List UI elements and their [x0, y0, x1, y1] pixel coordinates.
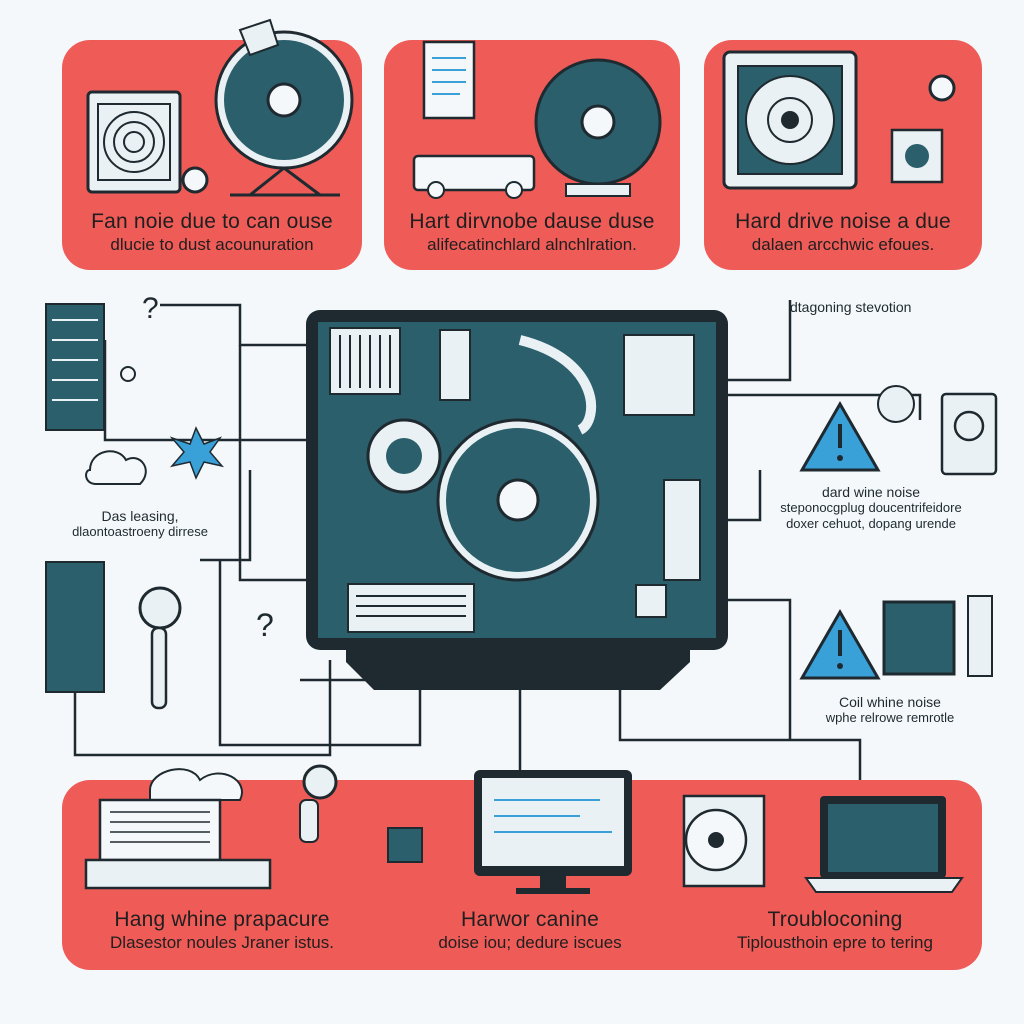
bottom-panel-1-subtitle: Dlasestor noules Jraner istus.	[110, 933, 334, 952]
right-note-2: Coil whine noise wphe relrowe remrotle	[790, 694, 990, 726]
fan-psu-illustration	[86, 18, 354, 197]
right-note-1-line1: steponocgplug doucentrifeidore	[780, 500, 962, 515]
svg-text:?: ?	[256, 607, 274, 643]
right-note-2-title: Coil whine noise	[839, 694, 941, 710]
top-panel-2-caption: Hart dirvnobe dause duse alifecatinchlar…	[384, 210, 680, 256]
right-note-1-line2: doxer cehuot, dopang urende	[786, 516, 956, 531]
top-panel-1-title: Fan noie due to can ouse	[91, 210, 333, 233]
right-note-2-subtitle: wphe relrowe remrotle	[825, 710, 955, 725]
hard-drive-illustration	[722, 50, 956, 190]
right-side-illustrations	[799, 385, 998, 680]
bottom-panel-3-title: Troubloconing	[767, 908, 903, 931]
hdd-fan-truck-illustration	[412, 40, 662, 199]
right-header: dtagoning stevotion	[790, 299, 912, 315]
computer-monitor-illustration	[306, 310, 728, 690]
top-panel-3-title: Hard drive noise a due	[735, 210, 951, 233]
left-note-title: Das leasing,	[101, 508, 179, 524]
bottom-panel-1-title: Hang whine prapacure	[114, 908, 330, 931]
top-panel-1-caption: Fan noie due to can ouse dlucie to dust …	[62, 210, 362, 256]
top-panel-2-title: Hart dirvnobe dause duse	[409, 210, 655, 233]
bottom-panel-3-subtitle: Tiplousthoin epre to tering	[737, 933, 933, 952]
right-note-1-title: dard wine noise	[821, 484, 921, 500]
left-side-illustrations: ? ?	[45, 292, 274, 710]
left-note-subtitle: dlaontoastroeny dirrese	[72, 524, 208, 539]
bottom-panel-2-caption: Harwor canine doise iou; dedure iscues	[380, 908, 680, 954]
svg-text:?: ?	[142, 292, 159, 325]
bottom-panel-1-caption: Hang whine prapacure Dlasestor noules Jr…	[62, 908, 382, 954]
bottom-panel-3-caption: Troubloconing Tiplousthoin epre to terin…	[690, 908, 980, 954]
bottom-illustrations	[84, 764, 964, 894]
top-panel-3-caption: Hard drive noise a due dalaen arcchwic e…	[704, 210, 982, 256]
bottom-panel-2-title: Harwor canine	[461, 908, 599, 931]
left-note: Das leasing, dlaontoastroeny dirrese	[40, 508, 240, 540]
right-note-1: dard wine noise steponocgplug doucentrif…	[746, 484, 996, 532]
top-panel-3-subtitle: dalaen arcchwic efoues.	[751, 235, 935, 254]
bottom-panel-2-subtitle: doise iou; dedure iscues	[438, 933, 622, 952]
top-panel-1-subtitle: dlucie to dust acounuration	[110, 235, 314, 254]
top-panel-2-subtitle: alifecatinchlard alnchlration.	[427, 235, 637, 254]
